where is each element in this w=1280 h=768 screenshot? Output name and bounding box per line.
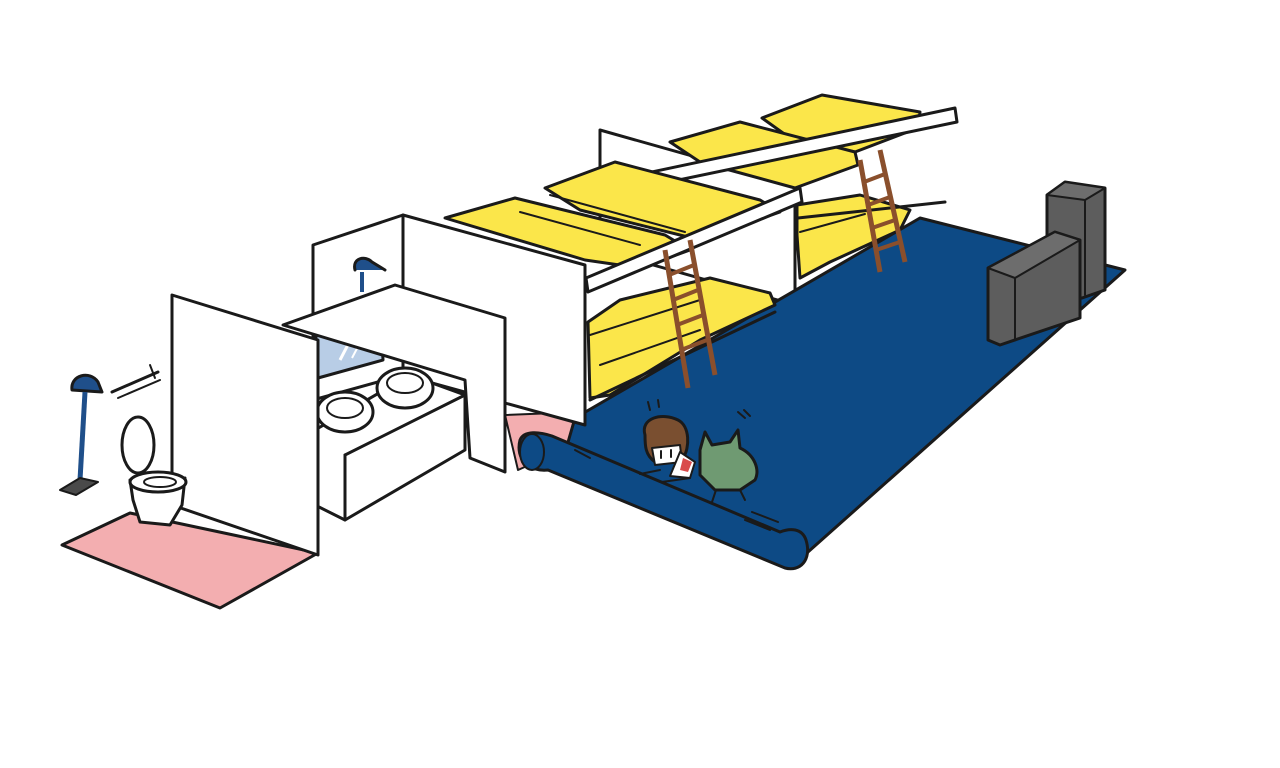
child xyxy=(639,399,696,483)
cat xyxy=(698,409,759,503)
standing-lamp xyxy=(59,373,104,496)
wall-lamp xyxy=(353,256,387,292)
towel-bar xyxy=(110,364,161,399)
toilet xyxy=(120,415,188,527)
bathroom-partition xyxy=(170,293,320,557)
gray-sofa xyxy=(986,230,1082,347)
ladder-front xyxy=(662,239,718,389)
bunk-rail-front xyxy=(584,186,804,294)
ladder-back xyxy=(857,149,908,273)
sink-side-wall xyxy=(281,283,507,474)
